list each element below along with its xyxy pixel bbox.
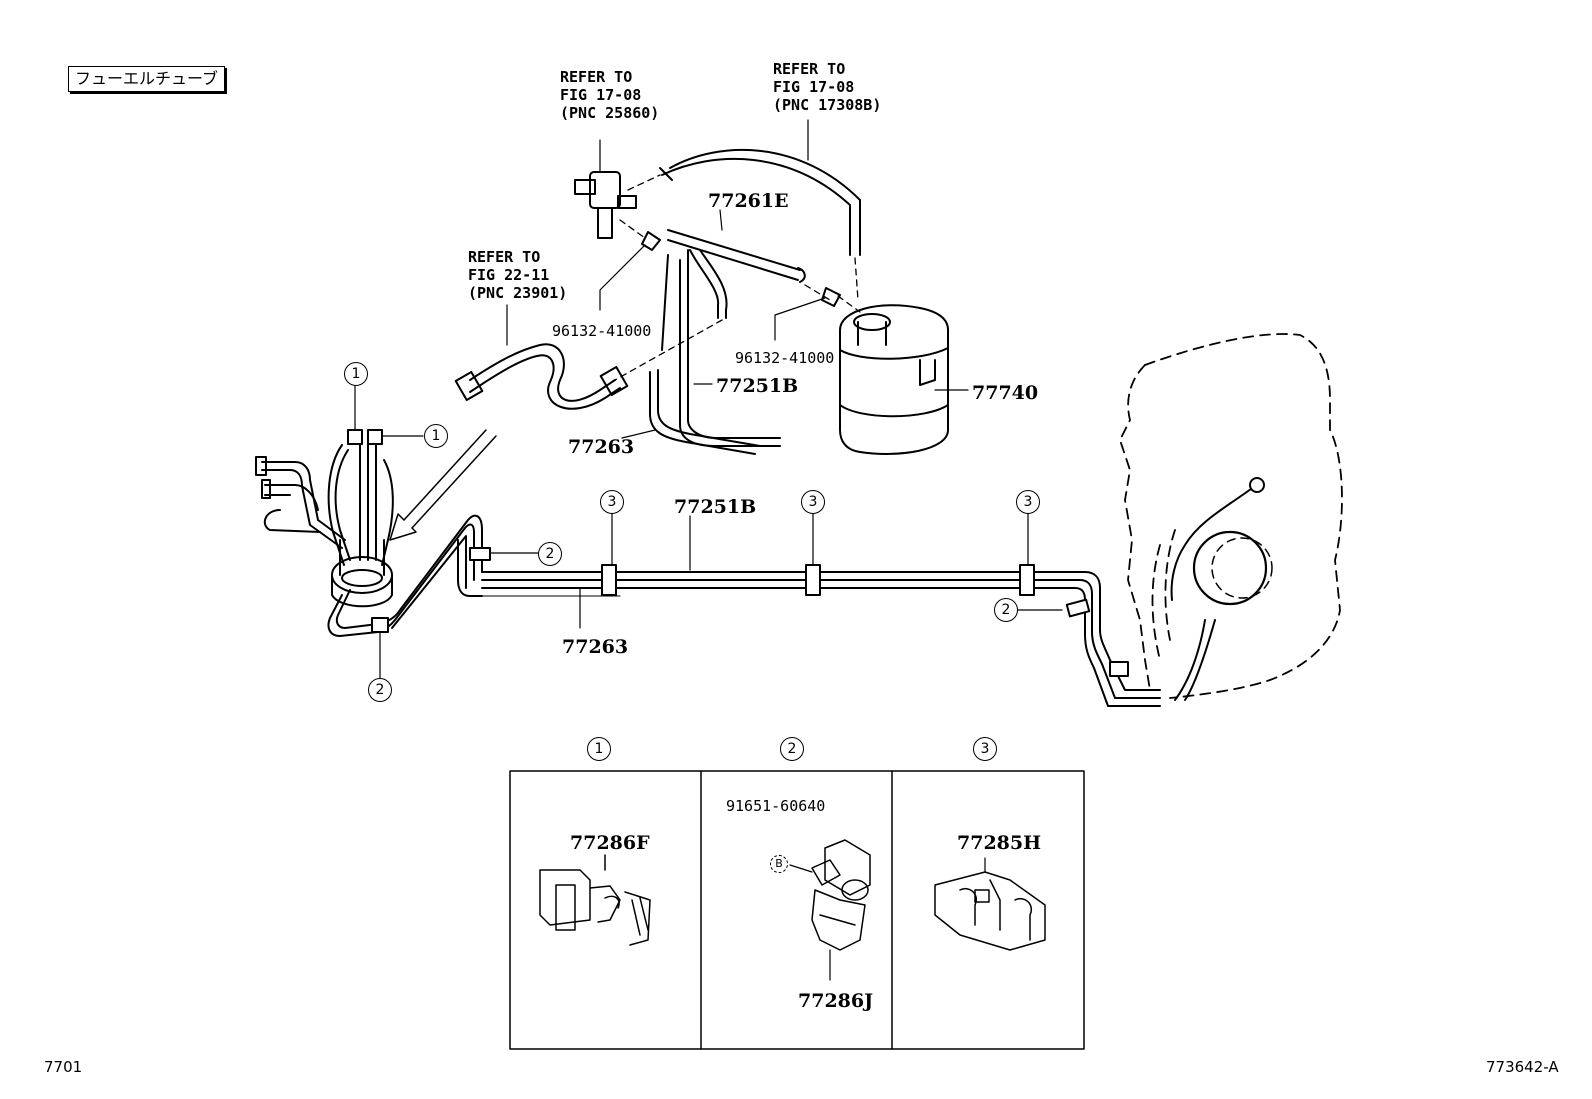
- reference-fig-17-08-pnc-25860: REFER TO FIG 17-08 (PNC 25860): [560, 68, 660, 122]
- leader-lines: [354, 383, 1063, 679]
- hose-clips: [599, 231, 841, 341]
- charcoal-canister: [839, 304, 969, 455]
- upper-leaders: [506, 119, 809, 439]
- callout-2-left: 2: [538, 542, 562, 566]
- callout-3-c: 3: [1016, 490, 1040, 514]
- part-96132-41000-right: 96132-41000: [735, 349, 835, 367]
- part-77740: 77740: [972, 382, 1039, 404]
- reference-fig-17-08-pnc-17308b: REFER TO FIG 17-08 (PNC 17308B): [773, 60, 882, 114]
- part-77251b-upper: 77251B: [716, 375, 799, 397]
- main-tube-left-bend: [327, 514, 483, 637]
- fuel-tank-outline: [1119, 333, 1343, 699]
- upper-hoses: [454, 148, 861, 455]
- part-96132-41000-left: 96132-41000: [552, 322, 652, 340]
- direction-arrow: [389, 429, 497, 541]
- part-77263-main: 77263: [562, 636, 629, 658]
- page-code: 7701: [44, 1058, 83, 1076]
- reference-fig-22-11-pnc-23901: REFER TO FIG 22-11 (PNC 23901): [468, 248, 568, 302]
- table-header-1: 1: [587, 737, 611, 761]
- table-header-3: 3: [973, 737, 997, 761]
- clip-77286j-drawing: [789, 839, 871, 981]
- part-77251b-main: 77251B: [674, 496, 757, 518]
- detail-table: [509, 770, 1085, 1050]
- part-91651-60640: 91651-60640: [726, 797, 826, 815]
- callout-1-side: 1: [424, 424, 448, 448]
- vsv-valve: [574, 139, 637, 239]
- callout-2-right: 2: [994, 598, 1018, 622]
- clip-77286f-drawing: [539, 854, 651, 946]
- callout-3-b: 3: [801, 490, 825, 514]
- part-77286f: 77286F: [570, 832, 650, 854]
- left-clips: [347, 429, 491, 633]
- part-77263-upper: 77263: [568, 436, 635, 458]
- clip-77285h-drawing: [934, 857, 1046, 951]
- callout-2-bottom: 2: [368, 678, 392, 702]
- bolt-marker-b: B: [770, 855, 788, 873]
- main-tube-clips: [601, 564, 1129, 677]
- callout-1-top: 1: [344, 362, 368, 386]
- part-77261e: 77261E: [708, 190, 789, 212]
- figure-code: 773642-A: [1486, 1058, 1559, 1076]
- pump-module: [255, 439, 394, 608]
- main-fuel-tube: [481, 571, 1161, 707]
- diagram-title: フューエルチューブ: [68, 66, 226, 92]
- part-77285h: 77285H: [957, 832, 1042, 854]
- filler-neck: [1170, 477, 1273, 701]
- table-header-2: 2: [780, 737, 804, 761]
- part-77286j: 77286J: [798, 990, 874, 1012]
- callout-3-a: 3: [600, 490, 624, 514]
